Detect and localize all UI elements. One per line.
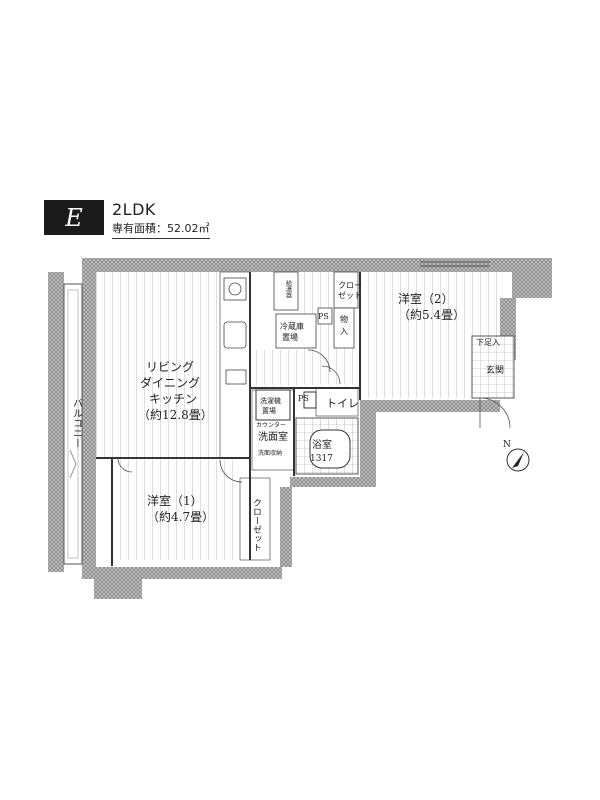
ldk-line-4: （約12.8畳） [138, 407, 213, 422]
kitchen-fixtures [223, 277, 247, 385]
counter-label: カウンター [256, 421, 286, 429]
storage-line-2: 入 [340, 327, 348, 336]
western-room-2-label: 洋室（2） （約5.4畳） [398, 291, 465, 322]
hot-water-label: 給湯器 [285, 279, 292, 299]
western-room-1-label: 洋室（1） （約4.7畳） [147, 493, 214, 524]
closet-top-line-1: クロー [338, 281, 362, 290]
shoe-storage-label: 下足入 [476, 338, 500, 347]
plan-type-badge: E [44, 200, 104, 235]
washroom-label: 洗面室 [258, 430, 288, 443]
balcony-label: バルコニー [71, 398, 83, 448]
balcony [63, 283, 83, 565]
fridge-line-2: 置場 [282, 332, 298, 342]
closet-top-line-2: ゼット [338, 290, 362, 300]
ps-label-middle: PS [298, 394, 309, 403]
washer-line-2: 置場 [262, 406, 276, 415]
interior-walls [96, 272, 361, 566]
ps-label-top: PS [318, 312, 329, 321]
toilet-label: トイレ [326, 397, 359, 410]
window-top-right [420, 261, 490, 267]
floors [96, 271, 515, 561]
closet-label: クローゼット [251, 498, 262, 552]
western-room-2-name: 洋室（2） [398, 291, 454, 306]
door-swings [117, 349, 511, 483]
compass-icon: N [503, 440, 530, 472]
outer-walls [48, 258, 552, 599]
shelf-label: 洗面収納 [258, 449, 282, 457]
bath-size: 1317 [310, 454, 333, 464]
western-room-1-name: 洋室（1） [147, 493, 203, 508]
washer-line-1: 洗濯機 [260, 396, 281, 405]
western-room-1-size: （約4.7畳） [147, 509, 214, 524]
bath-label: 浴室 [312, 438, 332, 451]
bath-fixtures [255, 389, 351, 469]
storage-line-1: 物 [340, 314, 348, 324]
layout-type: 2LDK [112, 200, 156, 219]
ldk-line-1: リビング [146, 360, 194, 374]
compass-label: N [503, 440, 511, 450]
ldk-line-3: キッチン [149, 392, 197, 406]
floor-area: 専有面積：52.02㎡ [112, 220, 210, 239]
ldk-line-2: ダイニング [140, 375, 200, 390]
ldk-label: リビング ダイニング キッチン （約12.8畳） [138, 360, 213, 422]
western-room-2-size: （約5.4畳） [398, 307, 465, 322]
fridge-line-1: 冷蔵庫 [280, 321, 304, 331]
closets-top [273, 271, 359, 349]
plan-type-letter: E [65, 203, 83, 232]
entrance-label: 玄関 [486, 364, 504, 376]
